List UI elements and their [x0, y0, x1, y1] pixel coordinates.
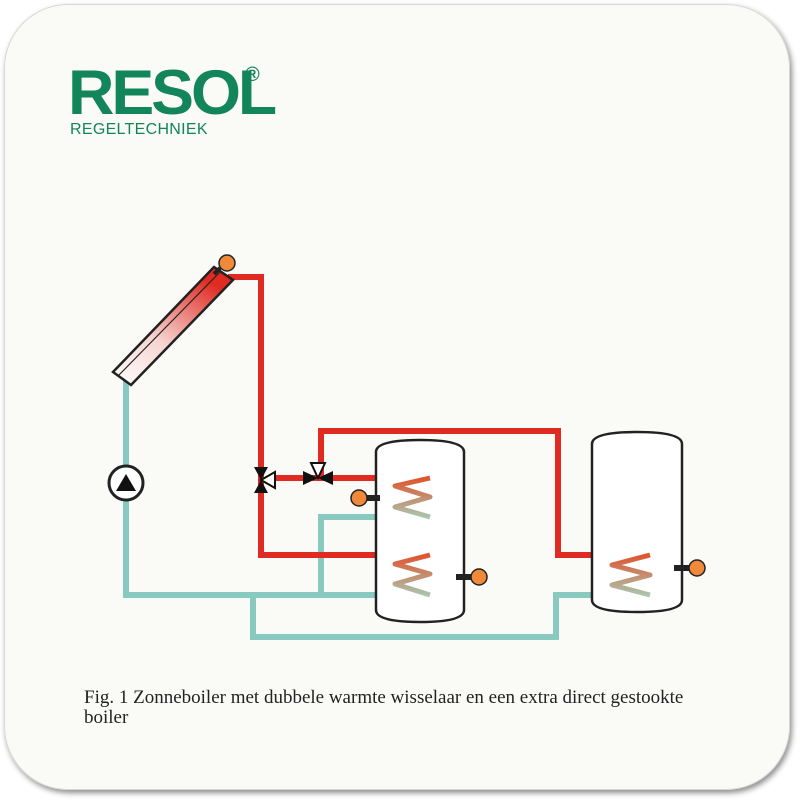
storage-tank-icon	[350, 438, 488, 624]
hot-pipe-collector-flow	[228, 274, 430, 558]
resol-logo: RESOL ® REGELTECHNIEK	[68, 62, 308, 152]
cold-pipe-tank2-return	[250, 592, 650, 640]
registered-mark: ®	[245, 64, 260, 86]
heat-exchanger-coil-icon	[609, 552, 653, 598]
solar-collector-icon	[111, 254, 236, 387]
logo-wordmark: RESOL	[68, 58, 277, 128]
three-way-valve-icon	[303, 462, 333, 485]
collector-sensor-icon	[218, 254, 236, 272]
temperature-sensor-icon	[470, 568, 488, 586]
temperature-sensor-icon	[688, 559, 706, 577]
hot-pipe-tank2-flow	[318, 428, 650, 558]
storage-tank-icon	[590, 430, 706, 614]
pump-icon	[107, 464, 145, 502]
cold-pipe-collector-return	[123, 380, 430, 598]
heat-exchanger-coil-icon	[392, 552, 433, 598]
temperature-sensor-icon	[350, 489, 368, 507]
figure-caption: Fig. 1 Zonneboiler met dubbele warmte wi…	[84, 687, 684, 728]
three-way-valve-icon	[254, 467, 276, 493]
heat-exchanger-coil-icon	[392, 475, 433, 520]
card-background	[4, 4, 790, 790]
logo-subtitle: REGELTECHNIEK	[70, 121, 208, 138]
